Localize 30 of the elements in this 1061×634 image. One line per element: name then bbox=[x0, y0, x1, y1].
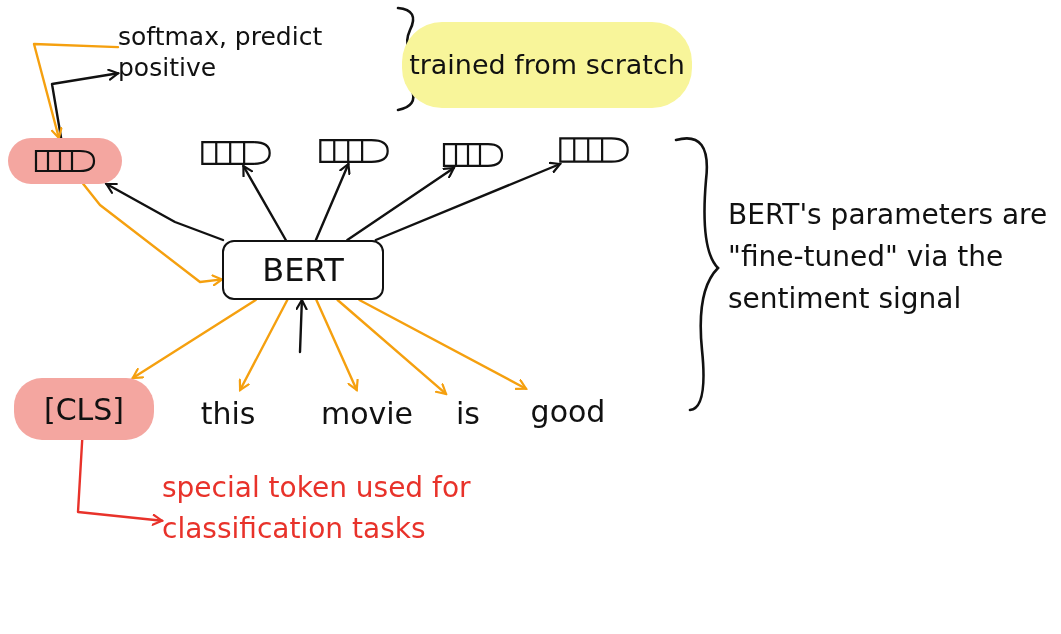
token-word: is bbox=[446, 390, 490, 436]
arrow bbox=[346, 166, 455, 242]
vector-drawing bbox=[318, 138, 390, 164]
arrow bbox=[315, 298, 359, 392]
annotation-text: softmax, predict positive bbox=[118, 12, 380, 92]
highlighted-vector bbox=[8, 138, 122, 184]
arrow bbox=[105, 182, 225, 242]
token-word: this bbox=[188, 390, 268, 436]
token-word: good bbox=[526, 386, 610, 436]
arrow bbox=[314, 162, 351, 242]
arrow bbox=[336, 298, 448, 396]
annotation-text: BERT's parameters are "fine-tuned" via the sentiment signal bbox=[728, 132, 1058, 382]
arrow bbox=[131, 298, 257, 380]
arrow bbox=[32, 42, 120, 140]
vector-drawing bbox=[442, 142, 504, 168]
arrow bbox=[295, 298, 308, 354]
highlighted-token: [CLS] bbox=[14, 378, 154, 440]
annotation-text: special token used for classification tasks bbox=[162, 468, 592, 618]
arrow bbox=[50, 68, 120, 140]
arrow bbox=[76, 438, 164, 526]
highlighted-note: trained from scratch bbox=[402, 22, 692, 108]
vector-drawing bbox=[558, 136, 630, 164]
arrow bbox=[374, 161, 562, 242]
model-box: BERT bbox=[222, 240, 384, 300]
token-word: movie bbox=[318, 390, 416, 436]
arrow bbox=[82, 182, 224, 287]
arrow bbox=[358, 298, 528, 390]
arrow bbox=[242, 164, 287, 242]
arrow bbox=[238, 298, 289, 392]
vector-drawing bbox=[200, 140, 272, 166]
